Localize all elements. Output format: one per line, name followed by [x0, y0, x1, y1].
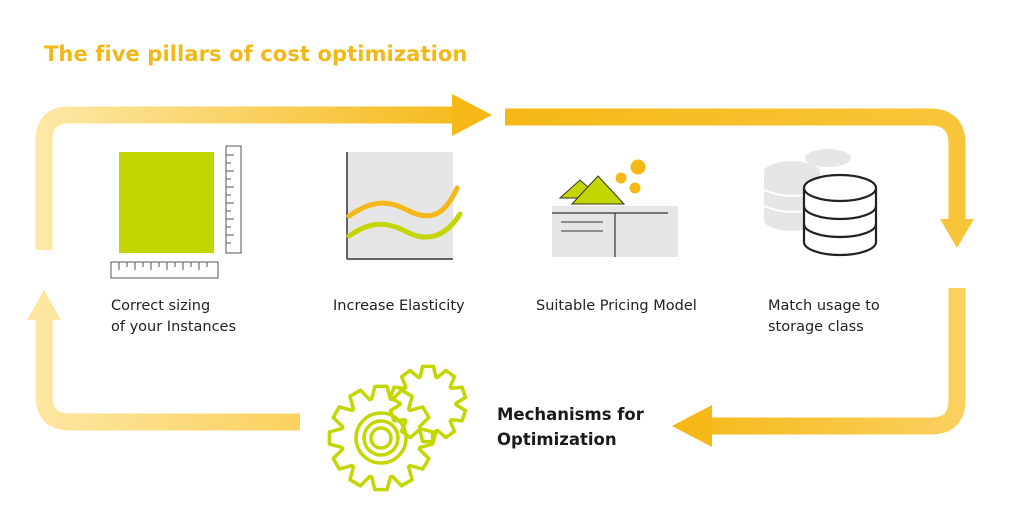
pillar-label-line: Suitable Pricing Model — [536, 298, 697, 314]
cycle-arrow-right — [505, 108, 974, 248]
pillar-label-line: Correct sizing — [111, 298, 211, 314]
pillar-label-storage: Match usage to storage class — [768, 296, 880, 338]
ruler-sizing-icon — [110, 145, 242, 279]
database-storage-icon — [763, 149, 878, 257]
cycle-arrow-bottom-right — [672, 288, 966, 447]
pillar-label-elasticity: Increase Elasticity — [333, 296, 465, 317]
pillar-label-line: storage class — [768, 319, 864, 335]
mechanism-label-line: Mechanisms for — [497, 405, 644, 424]
elasticity-curves-icon — [346, 152, 463, 260]
pricing-envelope-icon — [552, 159, 678, 257]
cycle-arrow-top — [35, 94, 492, 250]
pillar-label-sizing: Correct sizing of your Instances — [111, 296, 236, 338]
pillar-label-line: Match usage to — [768, 298, 880, 314]
gears-icon — [327, 364, 468, 492]
mechanism-label-line: Optimization — [497, 430, 617, 449]
page-title: The five pillars of cost optimization — [44, 42, 468, 66]
pillar-label-line: Increase Elasticity — [333, 298, 465, 314]
mechanism-label: Mechanisms for Optimization — [497, 402, 644, 452]
cycle-arrow-bottom-left — [27, 290, 300, 431]
pillar-label-pricing: Suitable Pricing Model — [536, 296, 697, 317]
pillar-label-line: of your Instances — [111, 319, 237, 335]
